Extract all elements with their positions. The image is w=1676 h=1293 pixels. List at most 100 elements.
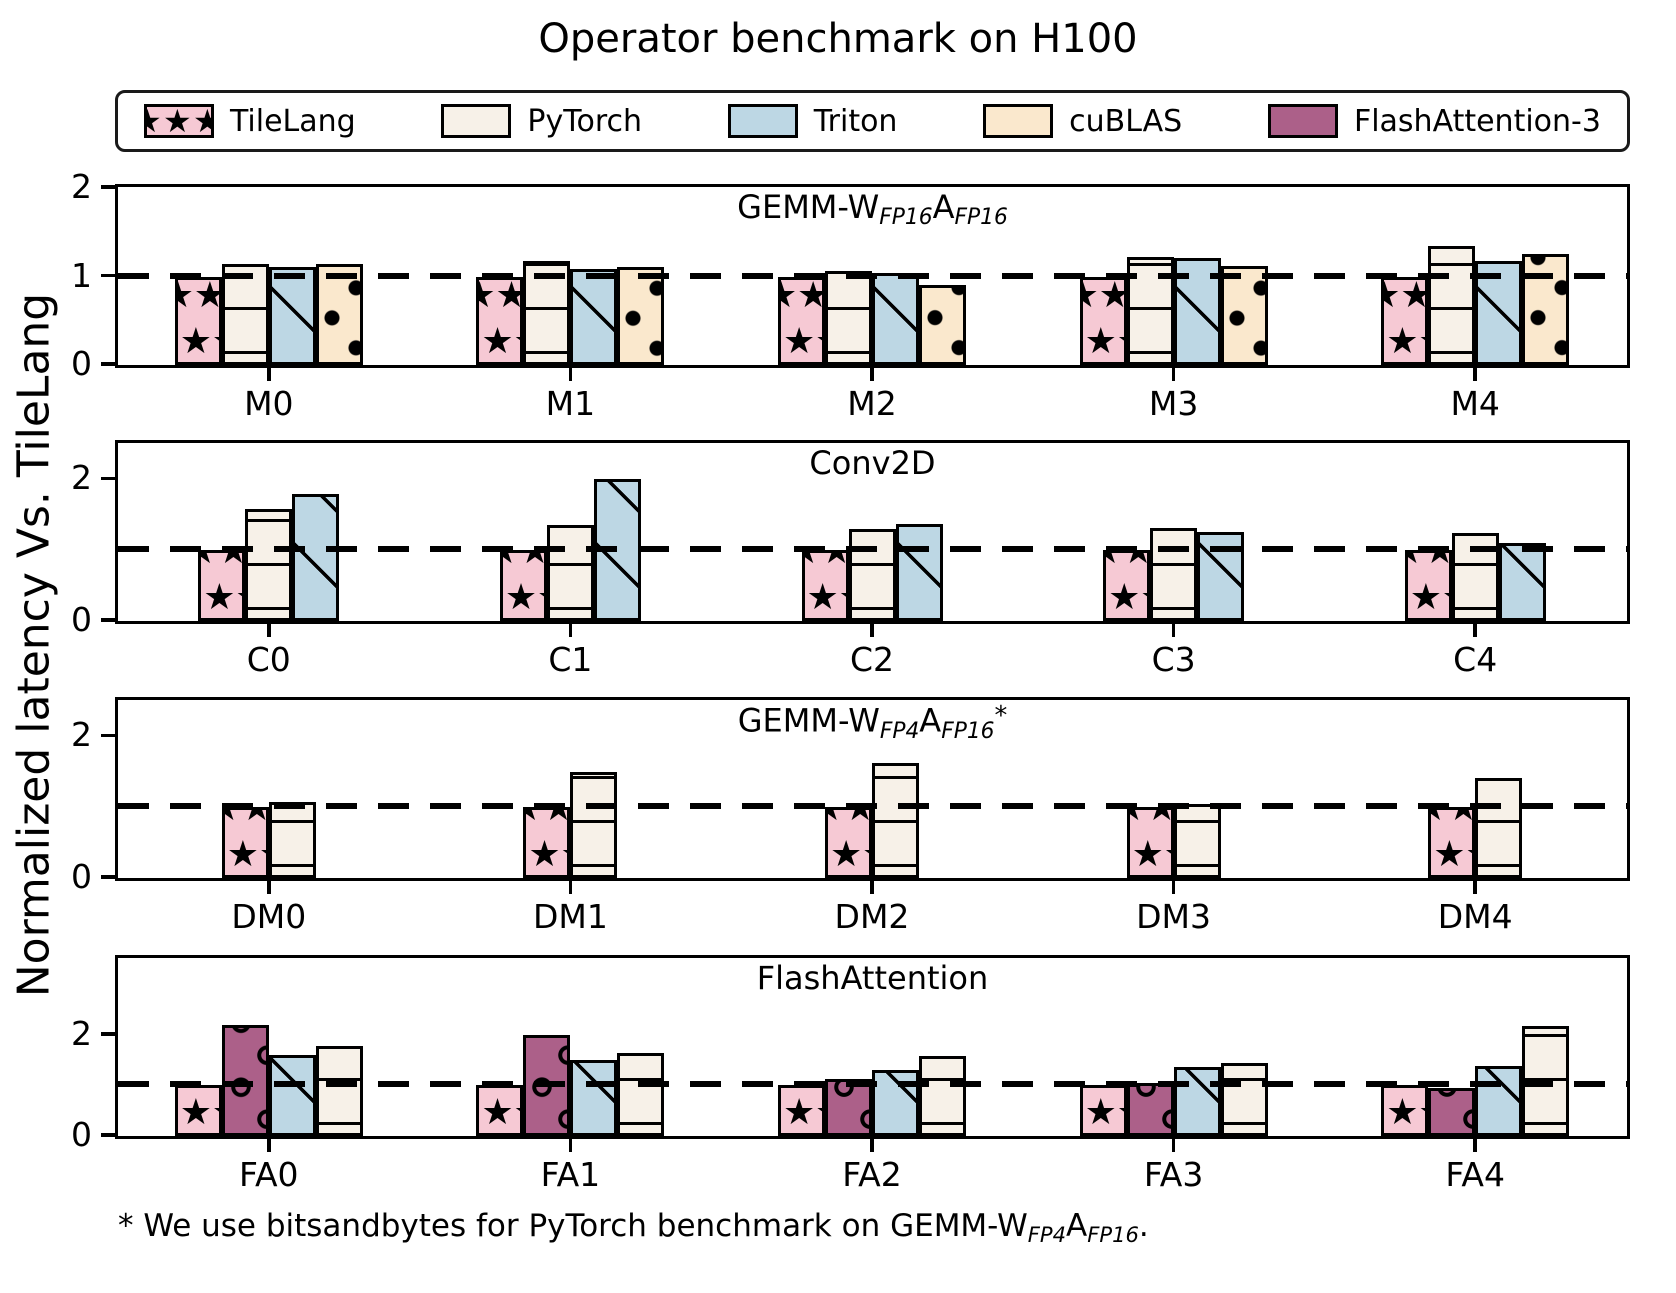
star-hatch-glyph: ★ [203,577,236,618]
subplot-title-3: FlashAttention [756,959,989,997]
star-hatch-glyph: ★ [479,279,495,314]
x-tick-mark [1473,624,1477,637]
y-tick-mark [101,362,115,366]
bar-triton-m2 [872,272,919,365]
subplot-1: 02★★★★★★★C0★★★★★★★C1★★★★★★★C2★★★★★★★C3★★… [71,440,1630,679]
star-hatch-glyph: ★ [495,279,520,314]
star-hatch-glyph: ★ [815,1095,822,1131]
bar-tilelang-c3: ★★★★★★★ [1103,550,1151,621]
bar-triton-m0 [268,266,316,365]
star-hatch-glyph: ★ [1386,1092,1419,1133]
x-tick-mark [568,624,573,637]
bar-cublas-m4 [1522,254,1570,365]
bar-pytorch-m2 [825,271,872,365]
y-tick-label: 0 [71,1115,92,1154]
bar-flashattention-3-fa4 [1428,1087,1476,1136]
bar-triton-m4 [1475,261,1523,365]
star-hatch-glyph: ★ [528,834,561,875]
star-hatch-glyph: ★ [1408,553,1424,570]
x-tick-mark [870,368,874,381]
bar-triton-c4 [1498,543,1546,621]
y-tick-mark [101,875,115,879]
bar-triton-c2 [895,524,943,621]
star-hatch-glyph: ★ [147,107,162,135]
star-hatch-glyph: ★ [828,810,844,827]
reference-line-1x [118,803,1627,810]
x-tick-mark [568,368,573,381]
legend-item-pytorch: PyTorch [441,104,642,139]
bar-pytorch-fa2 [919,1056,966,1136]
y-tick-mark [101,1133,115,1137]
star-hatch-glyph: ★ [830,834,863,875]
star-hatch-glyph: ★ [560,837,567,873]
star-hatch-glyph: ★ [481,1092,514,1133]
bar-tilelang-dm2: ★★★★★★★ [825,807,872,878]
y-tick-label: 0 [71,600,92,639]
bar-pytorch-c0 [245,509,293,621]
legend-label: TileLang [230,103,356,139]
x-tick-label-dm2: DM2 [834,897,910,936]
bar-tilelang-dm4: ★★★★★★★ [1428,807,1476,878]
bar-tilelang-c1: ★★★★★★★ [499,550,547,621]
legend-label: FlashAttention-3 [1353,103,1601,139]
x-tick-label-c2: C2 [849,640,895,679]
bar-tilelang-m1: ★★★★★★★ [476,276,524,365]
star-hatch-glyph: ★ [259,837,266,873]
legend-item-cublas: cuBLAS [983,104,1182,139]
figure-title: Operator benchmark on H100 [538,16,1138,62]
legend-label: PyTorch [527,103,643,139]
bar-flashattention-3-fa0 [221,1024,269,1136]
bar-pytorch-dm4 [1475,778,1523,878]
bar-tilelang-c2: ★★★★★★★ [801,550,849,621]
x-tick-label-m3: M3 [1148,384,1199,423]
x-tick-label-fa1: FA1 [540,1155,601,1194]
star-hatch-glyph: ★ [1108,577,1141,618]
x-tick-mark [1171,624,1176,637]
bar-pytorch-fa1 [617,1052,665,1136]
star-hatch-glyph: ★ [1117,324,1124,360]
star-hatch-glyph: ★ [201,553,217,570]
x-tick-label-dm3: DM3 [1136,897,1212,936]
legend-label: cuBLAS [1069,103,1183,139]
y-tick-label: 2 [71,1013,92,1053]
star-hatch-glyph: ★ [805,553,821,570]
x-tick-label-m4: M4 [1450,384,1500,423]
hlines-swatch-icon [441,104,512,138]
bar-tilelang-m3: ★★★★★★★ [1079,276,1127,365]
star-hatch-glyph: ★ [1447,810,1472,827]
star-hatch-glyph: ★ [178,279,194,314]
x-tick-label-dm4: DM4 [1437,897,1513,936]
star-hatch-glyph: ★ [241,810,266,827]
star-hatch-glyph: ★ [1131,834,1164,875]
x-tick-mark [1171,368,1176,381]
star-hatch-glyph: ★ [1084,321,1117,362]
y-tick-label: 1 [71,255,92,295]
bar-triton-fa3 [1173,1067,1221,1136]
y-tick-label: 0 [71,344,92,383]
subplot-0: 012★★★★★★★M0★★★★★★★M1★★★★★★★M2★★★★★★★M3★… [71,167,1630,423]
x-tick-mark [568,881,573,894]
y-tick-label: 2 [71,167,92,206]
bar-cublas-m0 [315,264,363,365]
bar-pytorch-dm2 [872,763,919,878]
star-hatch-glyph: ★ [844,810,869,827]
star-hatch-glyph: ★ [503,553,519,570]
y-tick-mark [101,273,115,278]
x-tick-label-fa4: FA4 [1445,1155,1505,1194]
star-hatch-glyph: ★ [519,553,544,570]
x-tick-mark [267,624,271,637]
star-hatch-glyph: ★ [1146,810,1171,827]
bar-tilelang-m2: ★★★★★★★ [778,276,825,365]
star-hatch-glyph: ★ [481,321,514,362]
bar-triton-c3 [1197,531,1245,621]
legend-item-tilelang: ★★★TileLang [144,104,356,139]
bar-tilelang-fa1: ★★★★★ [476,1085,524,1136]
y-tick-label: 2 [71,715,92,755]
x-tick-mark [1171,1139,1176,1152]
x-tick-mark [267,368,271,381]
bar-tilelang-dm3: ★★★★★★★ [1126,807,1174,878]
star-hatch-glyph: ★ [1418,1095,1425,1131]
x-tick-mark [870,1139,874,1152]
bar-pytorch-c1 [546,524,594,621]
star-hatch-glyph: ★ [783,1092,816,1133]
